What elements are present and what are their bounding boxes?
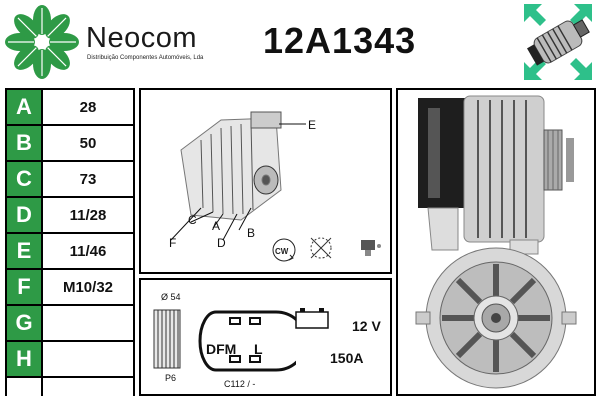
dim-label-a: A: [212, 219, 220, 233]
battery-icon: [295, 308, 329, 329]
rotation-label: CW: [275, 247, 289, 256]
spec-row-value: 11/46: [69, 242, 107, 260]
connector-label-dfm: DFM: [206, 341, 236, 357]
spec-row-label: C: [7, 162, 41, 196]
fan-crossed-icon: [310, 237, 332, 259]
spec-row-value: 28: [79, 98, 97, 116]
brand-tagline: Distribuição Componentes Automóveis, Lda: [87, 55, 204, 61]
regulator-icon: [361, 240, 381, 256]
dim-label-f: F: [169, 236, 176, 250]
spec-row-divider: [7, 268, 133, 270]
spec-row-value: M10/32: [62, 278, 114, 296]
dim-label-c: C: [188, 213, 197, 227]
spec-row-divider: [7, 340, 133, 342]
spec-column-divider: [41, 90, 43, 396]
alternator-dimension-drawing: E C A B F D CW: [169, 111, 381, 262]
spec-row-label: F: [7, 270, 41, 304]
spec-row-f: F M10/32: [7, 270, 133, 306]
spec-row-label: A: [7, 90, 41, 124]
dim-label-b: B: [247, 226, 255, 240]
electrical-info-panel: [139, 278, 392, 396]
spec-row-divider: [7, 124, 133, 126]
spec-row-label: B: [7, 126, 41, 160]
connector-label-l: L: [254, 341, 263, 357]
alternator-thumbnail-icon: [524, 4, 592, 80]
dim-label-e: E: [308, 118, 316, 132]
voltage-value: 12 V: [352, 318, 381, 334]
spec-row-c: C 73: [7, 162, 133, 198]
spec-row-divider: [7, 160, 133, 162]
spec-row-label: G: [7, 306, 41, 340]
spec-row-a: A 28: [7, 90, 133, 126]
clockwise-rotation-icon: CW: [272, 238, 296, 262]
spec-row-g: G: [7, 306, 133, 342]
dimension-diagram-panel: [139, 88, 392, 274]
connector-plug-icon: DFM L: [198, 310, 296, 372]
spec-row-e: E 11/46: [7, 234, 133, 270]
brand-name: Neocom: [86, 22, 197, 54]
spec-row-divider: [7, 376, 133, 378]
spec-row-divider: [7, 196, 133, 198]
dim-label-d: D: [217, 236, 226, 250]
spec-row-b: B 50: [7, 126, 133, 162]
spec-row-divider: [7, 304, 133, 306]
spec-row-label: E: [7, 234, 41, 268]
spec-row-value: 50: [79, 134, 97, 152]
spec-row-divider: [7, 232, 133, 234]
pulley-type: P6: [165, 373, 177, 383]
spec-row-label: H: [7, 342, 41, 376]
spec-row-label: D: [7, 198, 41, 232]
alternator-photo-icon: [415, 95, 577, 389]
reference-code: C112 / -: [224, 379, 256, 389]
pulley-diameter: Ø 54: [161, 292, 181, 302]
neocom-logo-icon: [5, 5, 79, 79]
spec-row-value: [43, 306, 133, 340]
spec-row-h: H: [7, 342, 133, 378]
product-photo-panel: [396, 88, 596, 396]
amperage-value: 150A: [330, 350, 364, 366]
spec-row-value: [43, 342, 133, 376]
spec-row-value: 11/28: [69, 206, 107, 224]
spec-row-d: D 11/28: [7, 198, 133, 234]
pulley-icon: [153, 309, 181, 369]
spec-row-value: 73: [79, 170, 97, 188]
part-number: 12A1343: [263, 20, 417, 61]
